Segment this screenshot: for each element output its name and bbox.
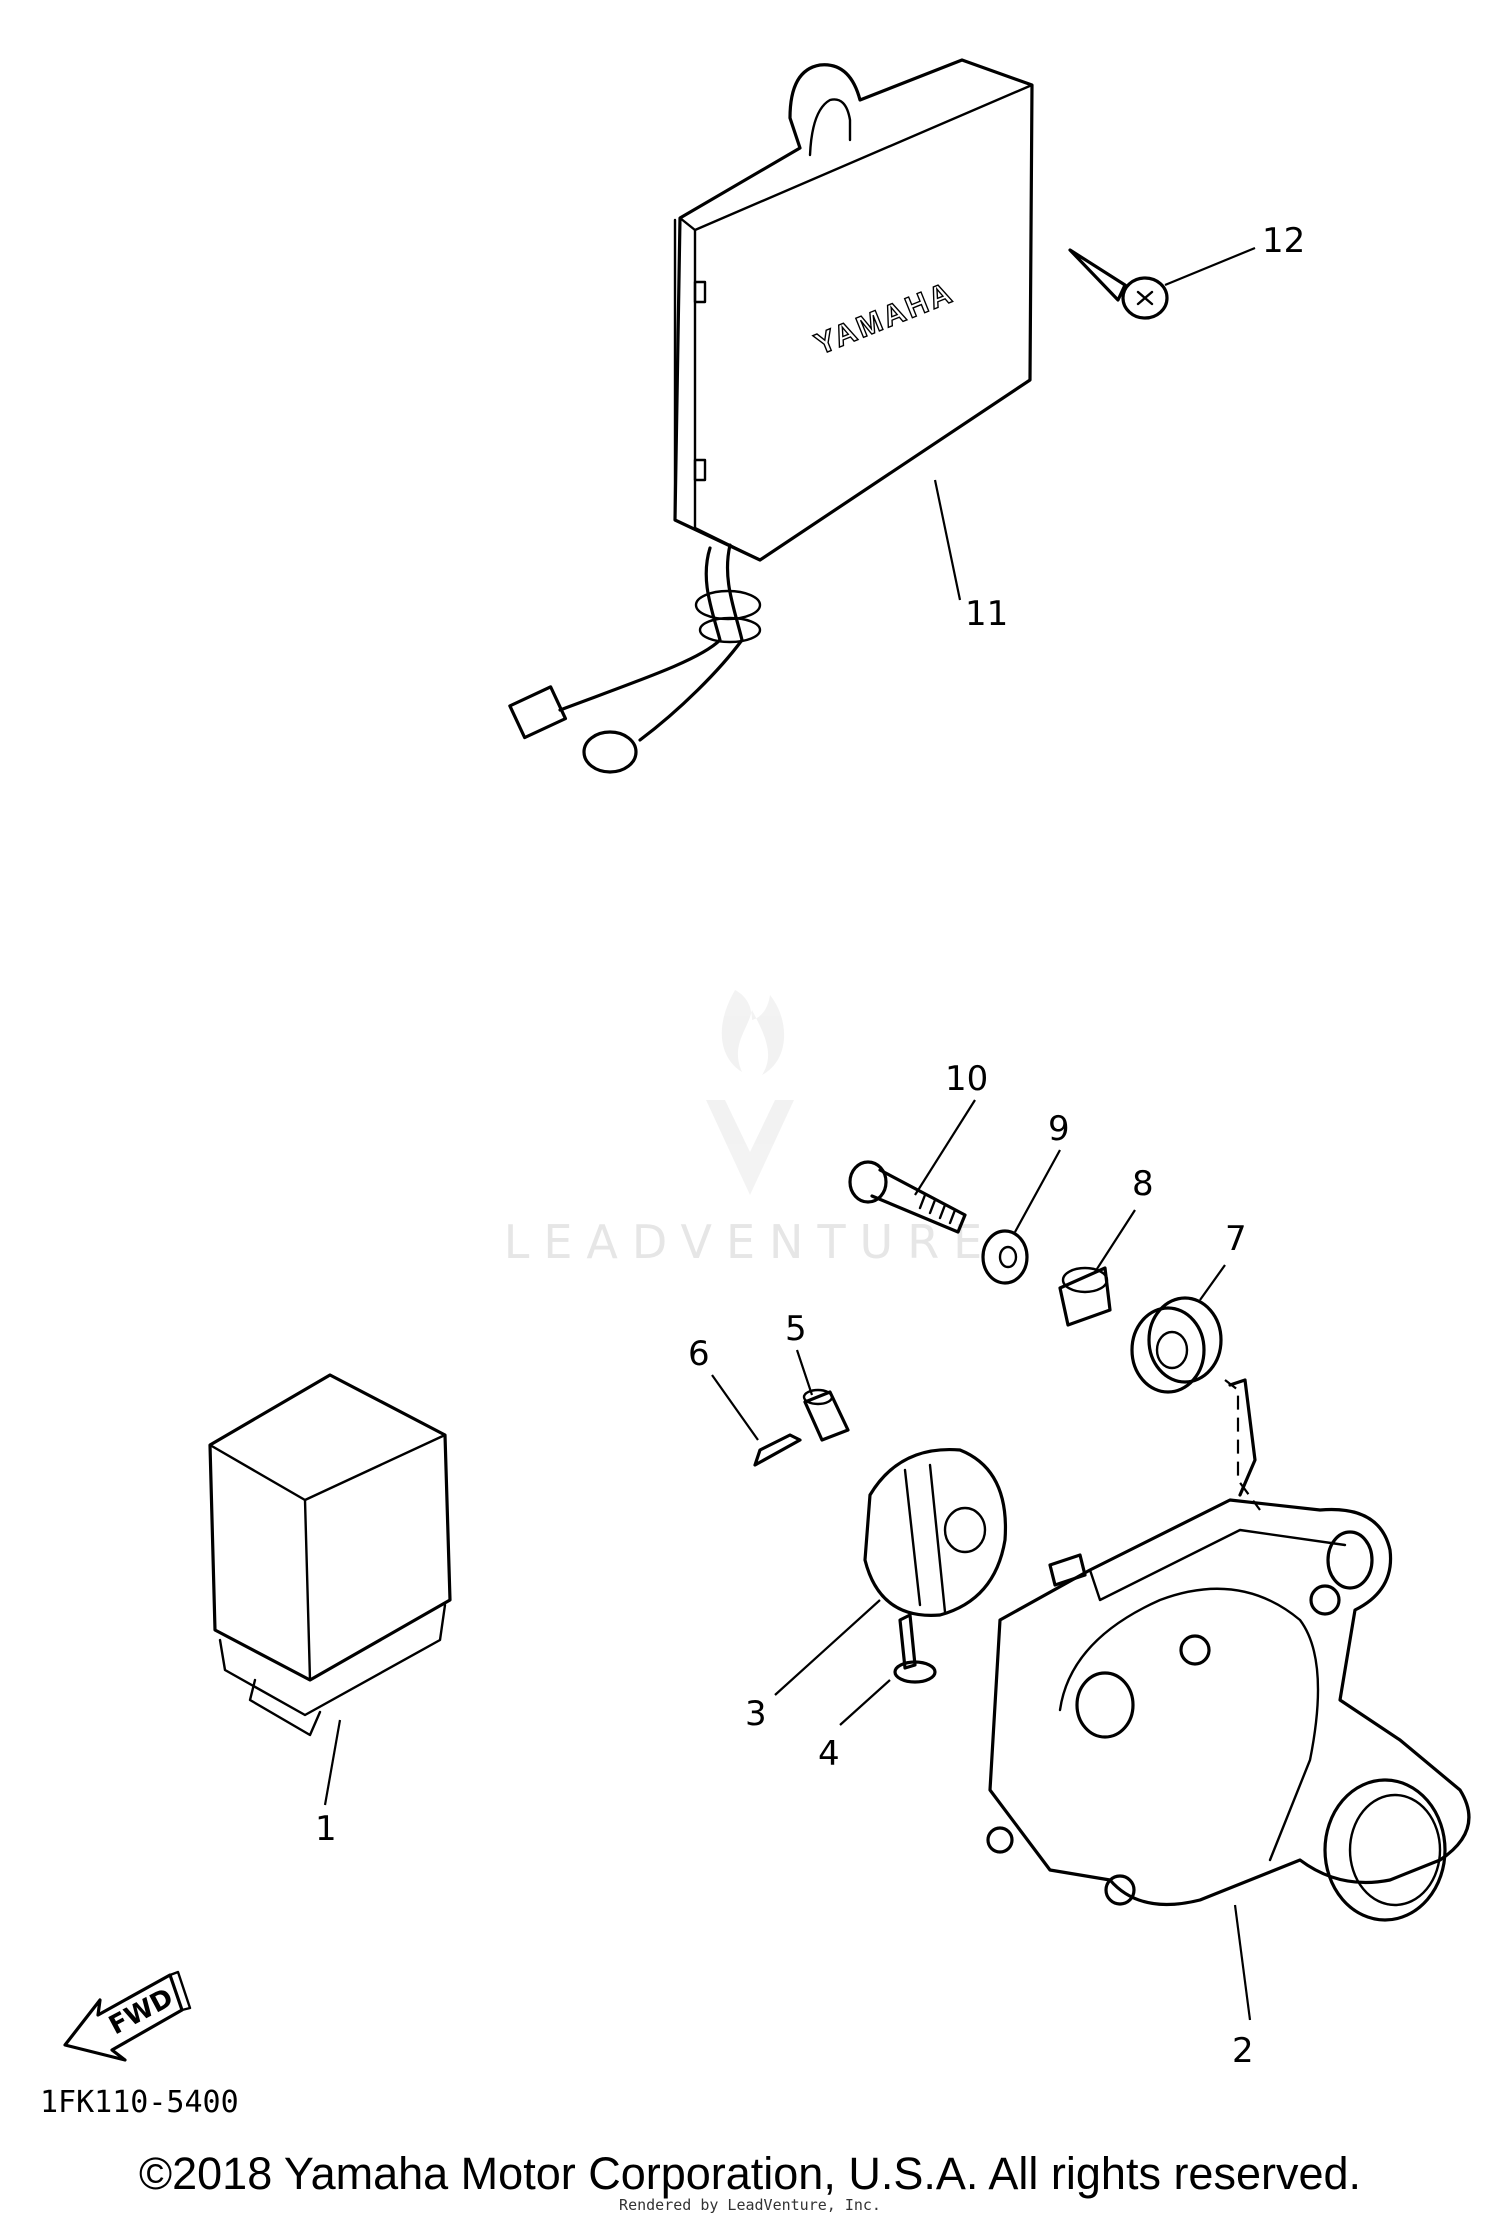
watermark-logo-icon xyxy=(706,990,794,1195)
part-11-control-unit: YAMAHA xyxy=(508,58,1034,774)
callout-10: 10 xyxy=(945,1059,988,1099)
callout-5: 5 xyxy=(785,1309,807,1349)
watermark-text: LEADVENTURE xyxy=(504,1215,997,1269)
callout-12: 12 xyxy=(1262,221,1305,261)
callout-7: 7 xyxy=(1225,1219,1247,1259)
callout-4: 4 xyxy=(818,1734,840,1774)
diagram-reference: 1FK110-5400 xyxy=(40,2085,239,2120)
part-9-washer xyxy=(981,1229,1029,1285)
rendered-by-note: Rendered by LeadVenture, Inc. xyxy=(619,2196,881,2214)
callout-3: 3 xyxy=(745,1694,767,1734)
part-2-housing xyxy=(986,1378,1471,1922)
callout-11: 11 xyxy=(965,594,1008,634)
callout-1: 1 xyxy=(315,1809,337,1849)
callout-2: 2 xyxy=(1232,2031,1254,2071)
part-3-cam xyxy=(863,1447,1008,1617)
brand-mark: YAMAHA xyxy=(810,276,959,362)
part-10-bolt xyxy=(848,1160,967,1234)
callout-9: 9 xyxy=(1048,1109,1070,1149)
part-12-screw xyxy=(1068,248,1169,320)
fwd-arrow-icon: FWD xyxy=(63,1970,192,2062)
part-4-screw xyxy=(893,1613,937,1684)
callout-8: 8 xyxy=(1132,1164,1154,1204)
part-7-bushing xyxy=(1130,1296,1223,1394)
part-1-relay xyxy=(208,1373,452,1737)
part-5-pin xyxy=(802,1388,850,1442)
part-8-collar xyxy=(1058,1266,1112,1327)
callout-6: 6 xyxy=(688,1334,710,1374)
part-6-clip xyxy=(753,1433,802,1467)
copyright-notice: ©2018 Yamaha Motor Corporation, U.S.A. A… xyxy=(138,2148,1362,2199)
